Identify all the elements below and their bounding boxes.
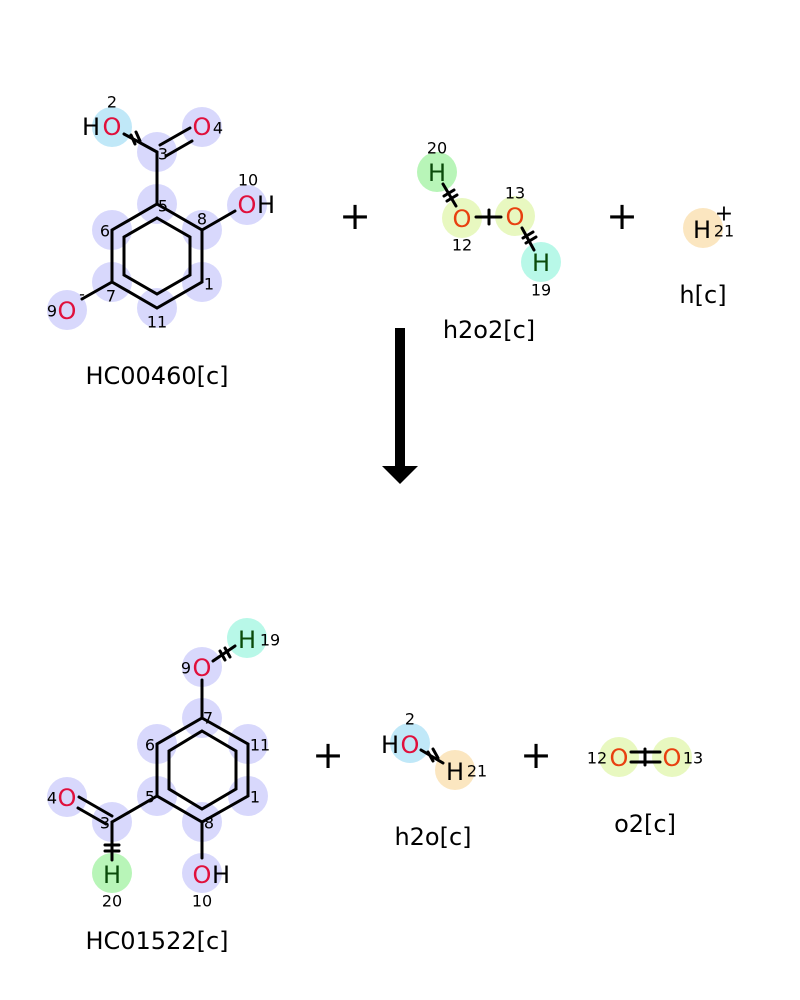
atom-number: 12 — [452, 236, 472, 255]
atom-h21: H — [693, 216, 711, 244]
atom-number: 2 — [107, 93, 117, 112]
atom-number: 3 — [100, 814, 110, 833]
atom-number: 5 — [158, 197, 168, 216]
atom-number: 11 — [250, 736, 270, 755]
plus-sign: + — [312, 733, 344, 777]
molecule-o2: O O 12 13 o2[c] — [587, 737, 703, 838]
plus-sign: + — [606, 194, 638, 238]
atom-h: H — [212, 861, 230, 889]
molecule-name: h2o[c] — [394, 823, 471, 851]
molecule-name: h2o2[c] — [443, 316, 535, 344]
atom-number: 7 — [203, 709, 213, 728]
atom-number: 9 — [181, 659, 191, 678]
atom-number: 11 — [147, 313, 167, 332]
atom-o2: O — [401, 731, 420, 759]
atom-h21: H — [446, 758, 464, 786]
bonds — [80, 126, 237, 310]
atom-o12: O — [453, 205, 472, 233]
atom-number: 21 — [714, 222, 734, 241]
atom-number: 6 — [145, 736, 155, 755]
atom-number: 4 — [213, 119, 223, 138]
atom-h: H — [381, 731, 399, 759]
atom-o10: O — [238, 191, 257, 219]
atom-number: 8 — [204, 814, 214, 833]
atom-o2: O — [103, 113, 122, 141]
atom-h20: H — [103, 861, 121, 889]
atom-number: 3 — [158, 145, 168, 164]
atom-number: 20 — [427, 139, 447, 158]
atom-number: 10 — [192, 892, 212, 911]
atom-number: 2 — [405, 710, 415, 729]
molecule-h2o2: H O O H 20 12 13 19 h2o2[c] — [417, 139, 561, 344]
charge-label: - — [79, 285, 85, 304]
atom-number: 13 — [505, 184, 525, 203]
atom-number: 12 — [587, 749, 607, 768]
atom-h19: H — [238, 626, 256, 654]
molecule-h2o: H O H 2 21 h2o[c] — [381, 710, 487, 852]
atom-h: H — [82, 113, 100, 141]
atom-number: 13 — [683, 749, 703, 768]
atom-number: 19 — [260, 631, 280, 650]
atom-number: 20 — [102, 892, 122, 911]
atom-number: 1 — [250, 788, 260, 807]
atom-o9: O — [58, 297, 77, 325]
molecule-h: H + 21 h[c] — [679, 202, 734, 310]
atom-o4: O — [58, 784, 77, 812]
atom-o13: O — [506, 203, 525, 231]
atom-number: 1 — [204, 275, 214, 294]
atom-o10: O — [193, 861, 212, 889]
molecule-name: o2[c] — [614, 810, 676, 838]
atom-o4: O — [193, 113, 212, 141]
molecule-hc00460: H O O O H O - 2 3 4 5 6 7 8 9 10 1 11 HC… — [47, 93, 275, 391]
atom-number: 8 — [197, 210, 207, 229]
atom-number: 5 — [145, 788, 155, 807]
plus-sign: + — [339, 194, 371, 238]
atom-number: 9 — [47, 302, 57, 321]
atom-number: 4 — [47, 789, 57, 808]
molecule-name: h[c] — [679, 281, 726, 309]
atom-number: 10 — [238, 171, 258, 190]
charge-label: + — [715, 202, 733, 227]
atom-h20: H — [428, 159, 446, 187]
molecule-name: HC00460[c] — [85, 362, 228, 390]
atom-o9: O — [193, 654, 212, 682]
molecule-hc01522: O H O H O H 9 19 7 11 1 8 5 6 3 4 20 10 … — [47, 618, 280, 955]
atom-number: 21 — [467, 762, 487, 781]
plus-sign: + — [520, 733, 552, 777]
reaction-arrow — [382, 328, 418, 484]
atom-h19: H — [532, 249, 550, 277]
atom-h: H — [257, 191, 275, 219]
atom-number: 6 — [100, 222, 110, 241]
atom-o12: O — [610, 744, 629, 772]
atom-number: 19 — [531, 281, 551, 300]
atom-number: 7 — [106, 287, 116, 306]
molecule-name: HC01522[c] — [85, 927, 228, 955]
atom-o13: O — [663, 744, 682, 772]
